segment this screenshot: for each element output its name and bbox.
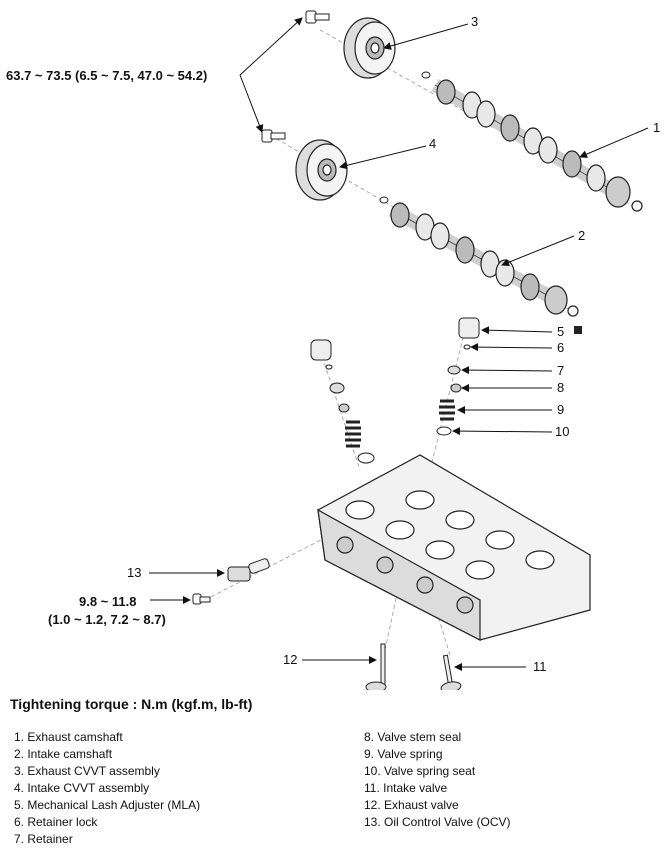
tightening-torque-title: Tightening torque : N.m (kgf.m, lb-ft) [10, 696, 253, 712]
legend-item: 4. Intake CVVT assembly [14, 781, 150, 795]
legend-item: 2. Intake camshaft [14, 747, 113, 761]
callout-11: 11 [533, 659, 547, 674]
legend-item: 11. Intake valve [364, 781, 448, 795]
legend-item: 3. Exhaust CVVT assembly [14, 764, 160, 778]
callout-leaders [149, 23, 649, 671]
legend-item: 12. Exhaust valve [364, 798, 459, 812]
oil-control-valve-icon [227, 558, 270, 582]
intake-cvvt-bolt-icon [261, 129, 286, 143]
exhaust-valve-icon [365, 643, 387, 690]
callout-4: 4 [429, 136, 436, 151]
callout-13: 13 [127, 565, 141, 580]
callout-8: 8 [557, 380, 564, 395]
exploded-view-diagram: 63.7 ~ 73.5 (6.5 ~ 7.5, 47.0 ~ 54.2) 9.8… [6, 10, 660, 690]
exhaust-cvvt-bolt-icon [305, 10, 330, 24]
torque-label-ocv-line2: (1.0 ~ 1.2, 7.2 ~ 8.7) [48, 612, 166, 627]
callout-3: 3 [471, 14, 478, 29]
legend-item: 13. Oil Control Valve (OCV) [364, 815, 511, 829]
torque-leaders [150, 17, 303, 604]
legend-item: 6. Retainer lock [14, 815, 98, 829]
legend-item: 7. Retainer [14, 832, 73, 846]
callout-1: 1 [653, 120, 660, 135]
intake-cvvt-icon [295, 139, 348, 201]
legend-item: 9. Valve spring [364, 747, 443, 761]
callout-5: 5 [557, 324, 564, 339]
legend-item: 1. Exhaust camshaft [14, 730, 123, 744]
callout-2: 2 [578, 228, 585, 243]
exhaust-camshaft-icon [431, 78, 643, 212]
cylinder-head-icon [317, 454, 591, 641]
intake-valve-icon [440, 654, 462, 690]
torque-label-ocv-line1: 9.8 ~ 11.8 [79, 594, 136, 609]
torque-label-cvvt: 63.7 ~ 73.5 (6.5 ~ 7.5, 47.0 ~ 54.2) [6, 68, 207, 83]
ocv-bolt-icon [192, 593, 211, 605]
dowel-pin-icon [421, 71, 431, 79]
legend-left: 1. Exhaust camshaft 2. Intake camshaft 3… [14, 729, 200, 848]
legend-right: 8. Valve stem seal 9. Valve spring 10. V… [364, 729, 511, 831]
legend-item: 10. Valve spring seat [364, 764, 476, 778]
callout-9: 9 [557, 402, 564, 417]
callout-7: 7 [557, 363, 564, 378]
mla-marker-icon [574, 326, 582, 334]
callout-6: 6 [557, 340, 564, 355]
callout-10: 10 [555, 424, 569, 439]
intake-camshaft-icon [388, 202, 579, 317]
callout-12: 12 [283, 652, 297, 667]
right-valve-train-icon [436, 317, 480, 436]
legend-item: 5. Mechanical Lash Adjuster (MLA) [14, 798, 201, 812]
legend-item: 8. Valve stem seal [364, 730, 462, 744]
exhaust-cvvt-icon [343, 17, 396, 79]
left-valve-train-icon [310, 339, 375, 464]
dowel-pin-icon [379, 196, 389, 204]
